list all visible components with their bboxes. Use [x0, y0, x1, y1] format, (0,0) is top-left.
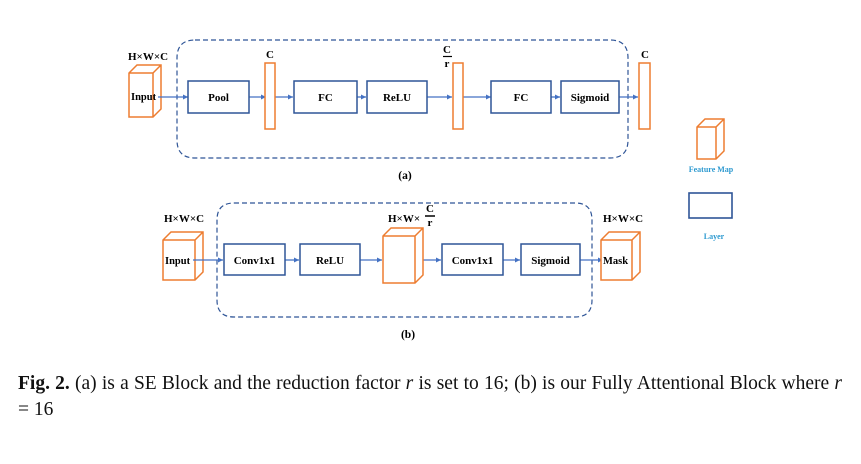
- layer-label: Conv1x1: [234, 255, 276, 267]
- layer-sigmoid: [560, 80, 620, 114]
- layer-conv1x1-2: [441, 243, 504, 276]
- input-label-a: Input: [131, 92, 157, 103]
- layer-relu-b: [299, 243, 361, 276]
- legend-layer-label: Layer: [704, 232, 725, 241]
- channel-vector-3: [638, 62, 651, 130]
- feature-map-legend-icon: [696, 118, 725, 160]
- caption-text: = 16: [18, 399, 54, 420]
- layer-label: Pool: [208, 92, 229, 104]
- fraction-numerator: C: [426, 203, 434, 215]
- input-label-b: Input: [165, 256, 191, 267]
- vector-dims: C: [641, 49, 649, 61]
- channel-vector-2: [452, 62, 464, 130]
- layer-fc-2: [490, 80, 552, 114]
- sub-label-a: (a): [398, 170, 412, 182]
- layer-label: FC: [514, 92, 529, 104]
- fully-attentional-block-diagram: H×W×C Input Conv1x1 ReLU Conv1x1 Sigmoid…: [162, 202, 643, 341]
- legend-feature-map-label: Feature Map: [689, 165, 734, 174]
- input-dims-b: H×W×C: [164, 213, 204, 225]
- layer-label: ReLU: [316, 255, 344, 267]
- vector-dims: C: [266, 49, 274, 61]
- layer-label: FC: [318, 92, 333, 104]
- fraction-denominator: r: [428, 217, 433, 229]
- layer-conv1x1-1: [223, 243, 286, 276]
- fraction-denominator: r: [445, 58, 450, 70]
- caption-variable: r: [834, 373, 842, 394]
- se-block-dashed-border: [176, 39, 629, 159]
- legend: Feature Map Layer: [688, 118, 734, 241]
- caption-variable: r: [405, 373, 414, 394]
- layer-label: Sigmoid: [571, 92, 610, 104]
- reduced-feature-map: [382, 227, 424, 284]
- layer-fc-1: [293, 80, 358, 114]
- fraction-numerator: C: [443, 44, 451, 56]
- se-block-diagram: H×W×C Input Pool FC ReLU FC Sigmoid C C …: [128, 39, 651, 182]
- fa-block-dashed-border: [216, 202, 593, 318]
- input-dims-a: H×W×C: [128, 51, 168, 63]
- layer-label: ReLU: [383, 92, 411, 104]
- layer-label: Conv1x1: [452, 255, 494, 267]
- mask-dims: H×W×C: [603, 213, 643, 225]
- layer-sigmoid-b: [520, 243, 581, 276]
- layer-label: Sigmoid: [531, 255, 570, 267]
- mask-label: Mask: [603, 256, 628, 267]
- layer-relu: [366, 80, 428, 114]
- caption-text: (a) is a SE Block and the reduction fact…: [69, 373, 406, 394]
- mask-feature-map: [600, 231, 641, 281]
- layer-pool: [187, 80, 250, 114]
- mid-dims-prefix: H×W×: [388, 213, 420, 225]
- caption-text: is set to 16; (b) is our Fully Attention…: [413, 373, 835, 394]
- figure-caption: Fig. 2. (a) is a SE Block and the reduct…: [18, 371, 842, 423]
- figure-number: Fig. 2.: [18, 373, 70, 394]
- input-feature-map-b: [162, 231, 204, 281]
- input-feature-map-a: [128, 64, 162, 118]
- channel-vector-1: [264, 62, 276, 130]
- layer-legend-icon: [688, 192, 733, 219]
- sub-label-b: (b): [401, 329, 415, 341]
